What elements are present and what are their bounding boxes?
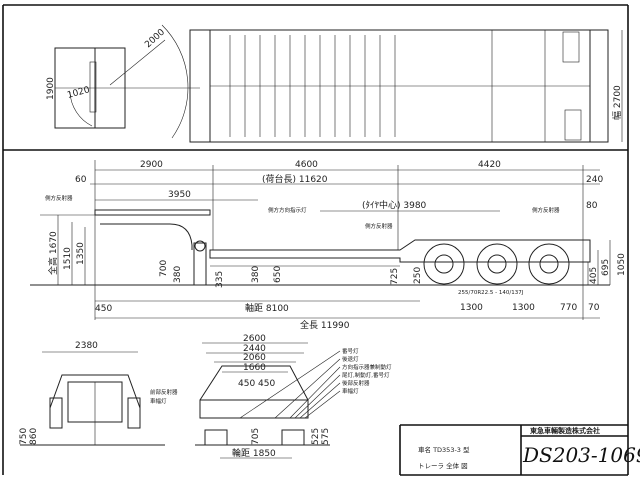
rear-dim-525: 525: [311, 428, 321, 445]
dim-770: 770: [560, 303, 577, 313]
dim-1300b: 1300: [512, 303, 535, 313]
label-side-reflector-mid: 側方反射器: [365, 222, 393, 230]
dim-380b: 380: [251, 266, 261, 283]
dim-380a: 380: [173, 266, 183, 283]
rear-dim-1660: 1660: [243, 363, 266, 373]
dim-overall-width: 幅 2700: [611, 85, 623, 120]
drawing-frame: [2, 4, 629, 475]
rear-label-2: 方向指示器兼制動灯: [342, 363, 392, 371]
dim-1050: 1050: [617, 253, 627, 276]
rear-dim-2440: 2440: [243, 344, 266, 354]
model-name: 車名 TD353-3 型: [418, 445, 470, 454]
dim-250: 250: [413, 267, 423, 284]
dim-total-length: 全長 11990: [300, 319, 350, 331]
dim-front-overhang: 2900: [140, 160, 163, 170]
drawing-title: トレーラ 全体 図: [418, 461, 468, 470]
rear-dim-450a: 450: [238, 379, 255, 389]
dim-tractor-width: 1900: [46, 77, 56, 100]
tire-spec: 255/70R22.5 - 140/137J: [458, 290, 524, 296]
front-dim-750: 750: [19, 428, 29, 445]
side-view: 2900 4600 4420 60 (荷台長) 11620 240 3950 (…: [30, 160, 627, 331]
rear-dim-2060: 2060: [243, 353, 266, 363]
label-side-reflector-rear: 側方反射器: [532, 206, 560, 214]
dim-deck: 4600: [295, 160, 318, 170]
dim-1670: 全高 1670: [47, 231, 59, 275]
rear-label-1: 後退灯: [342, 355, 359, 363]
dim-335: 335: [215, 271, 225, 288]
dim-3950: 3950: [168, 190, 191, 200]
rear-dim-track: 輪距 1850: [232, 447, 276, 459]
dim-1300a: 1300: [460, 303, 483, 313]
rear-lamp-leaders: [239, 350, 341, 419]
dim-80: 80: [586, 201, 598, 211]
dim-1350: 1350: [76, 242, 86, 265]
drawing-number: DS203-1069: [522, 443, 640, 467]
dim-60: 60: [75, 175, 87, 185]
landing-gear: [193, 240, 207, 286]
dim-450: 450: [95, 304, 112, 314]
rear-dim-2600: 2600: [243, 334, 266, 344]
dim-load-length: (荷台長) 11620: [262, 173, 328, 185]
label-side-marker: 側方方向指示灯: [268, 206, 307, 214]
dim-725: 725: [390, 268, 400, 285]
rear-dim-705: 705: [251, 428, 261, 445]
dim-695: 695: [601, 259, 611, 276]
dim-650: 650: [273, 266, 283, 283]
dim-wheelbase: 軸距 8100: [245, 302, 289, 314]
rear-label-5: 車幅灯: [342, 387, 359, 395]
rear-label-0: 番号灯: [342, 347, 359, 355]
dim-3980: (ﾀｲﾔ中心) 3980: [362, 199, 427, 211]
rear-dim-575: 575: [321, 428, 331, 445]
rear-view: 2600 2440 2060 1660 450 450 輪距 1850 705 …: [195, 334, 392, 459]
dim-1510: 1510: [63, 247, 73, 270]
label-side-reflector-front: 側方反射器: [45, 194, 73, 202]
dim-turn-radius: 2000: [143, 27, 167, 50]
dim-240: 240: [586, 175, 603, 185]
dim-405: 405: [589, 267, 599, 284]
company-name: 東急車輛製造株式会社: [530, 426, 600, 435]
front-label-reflector: 前部反射器: [150, 388, 178, 396]
front-label-lamp: 車幅灯: [150, 397, 167, 405]
rear-label-4: 後部反射器: [342, 379, 370, 387]
dim-70: 70: [588, 303, 600, 313]
rear-dim-450b: 450: [258, 379, 275, 389]
front-dim-width: 2380: [75, 341, 98, 351]
dim-rear: 4420: [478, 160, 501, 170]
front-view: 2380 前部反射器 車幅灯 750 860: [19, 341, 178, 446]
wheels: [423, 243, 570, 285]
title-block: 東急車輛製造株式会社 車名 TD353-3 型 トレーラ 全体 図 DS203-…: [399, 424, 640, 476]
front-dim-860: 860: [29, 428, 39, 445]
deck-boards: [210, 30, 590, 142]
dim-700: 700: [159, 260, 169, 277]
top-view: 2000 1020 1900 幅 2700: [46, 24, 623, 143]
rear-label-3: 尾灯,制動灯,番号灯: [342, 371, 390, 379]
dim-kingpin: 1020: [66, 85, 91, 101]
